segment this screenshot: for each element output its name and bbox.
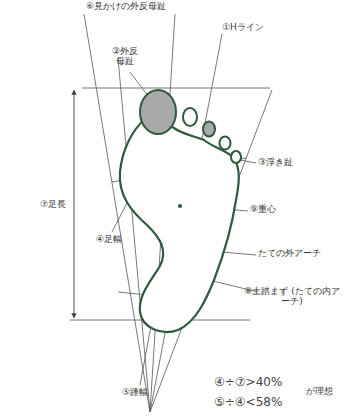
heel-width-label: ⑤踵幅 — [122, 387, 148, 397]
h-line-label: ①Hライン — [222, 22, 264, 32]
apparent-hallux-label: ⑥見かけの外反母趾 — [86, 1, 166, 11]
ratio-formula: ⑤÷④<58% — [214, 396, 282, 410]
hallux-valgus-label: ②外反 母趾 — [110, 46, 140, 67]
ideal-note: が理想 — [306, 386, 333, 396]
center-of-gravity-label: ⑨重心 — [250, 204, 276, 214]
foot-width-label: ④足幅 — [96, 234, 122, 244]
inner-arch-label: ⑧土踏まず (たての内アーチ) — [244, 286, 340, 307]
guide-lines — [70, 14, 272, 412]
outer-arch-label: たての外アーチ — [258, 248, 321, 258]
ratio-formula: ④÷⑦>40% — [214, 376, 282, 390]
length-arrow — [74, 90, 75, 318]
floating-toe-label: ③浮き趾 — [258, 157, 293, 167]
foot — [120, 90, 241, 332]
foot-length-label: ⑦足長 — [40, 199, 66, 209]
